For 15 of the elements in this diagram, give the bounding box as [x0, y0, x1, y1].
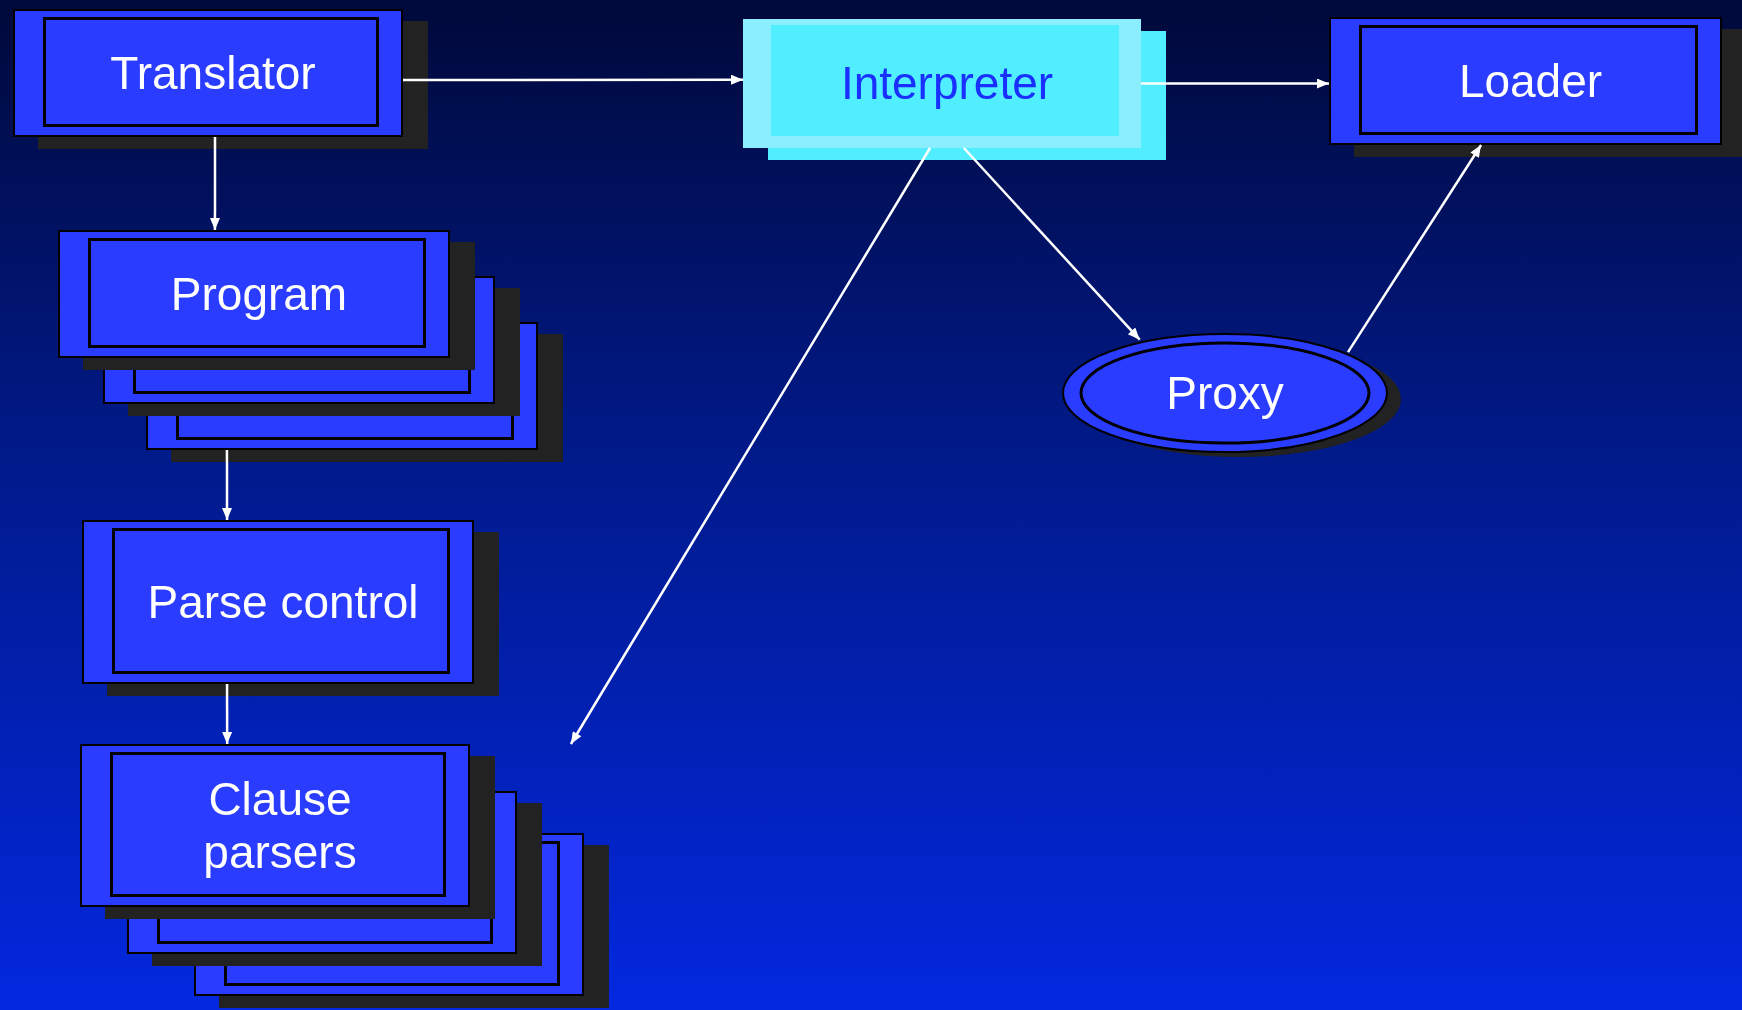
arrow — [962, 147, 1141, 341]
node-label: Parse control — [146, 575, 420, 629]
node-label: Clause parsers — [202, 772, 358, 879]
arrow — [222, 450, 233, 520]
node-label: Loader — [1457, 54, 1604, 108]
node-label: Interpreter — [839, 57, 1055, 110]
node-label: Proxy — [1166, 366, 1284, 420]
arrow — [1141, 78, 1329, 89]
arrow — [222, 684, 233, 744]
arrow — [209, 137, 220, 230]
node-label: Translator — [109, 46, 317, 100]
arrow — [569, 147, 932, 745]
arrow — [1346, 144, 1483, 353]
arrow — [403, 74, 743, 85]
node-label: Program — [169, 267, 349, 321]
